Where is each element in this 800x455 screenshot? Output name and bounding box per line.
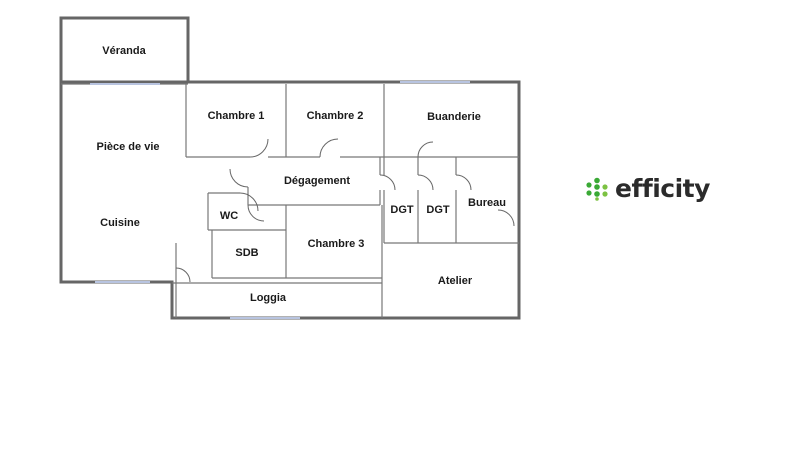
room-labels: Véranda Pièce de vie Cuisine Chambre 1 C… xyxy=(97,45,506,304)
room-label-wc: WC xyxy=(220,210,238,222)
outer-walls xyxy=(59,16,521,320)
room-label-veranda: Véranda xyxy=(102,45,146,57)
room-label-atelier: Atelier xyxy=(438,275,473,287)
room-label-dgt-2: DGT xyxy=(426,204,450,216)
door-swings xyxy=(175,138,515,283)
efficity-logo: efficity xyxy=(585,176,710,201)
room-label-cuisine: Cuisine xyxy=(100,217,140,229)
brand-name: efficity xyxy=(615,174,710,203)
efficity-dots-icon xyxy=(586,177,608,201)
room-label-chambre-2: Chambre 2 xyxy=(307,110,364,122)
room-label-dgt-1: DGT xyxy=(390,204,414,216)
room-label-degagement: Dégagement xyxy=(284,175,350,187)
room-label-sdb: SDB xyxy=(235,247,258,259)
interior-walls xyxy=(61,83,519,318)
room-label-piece-de-vie: Pièce de vie xyxy=(97,141,160,153)
room-label-bureau: Bureau xyxy=(468,197,506,209)
room-label-chambre-1: Chambre 1 xyxy=(208,110,265,122)
windows xyxy=(90,81,470,319)
room-label-chambre-3: Chambre 3 xyxy=(308,238,365,250)
room-label-buanderie: Buanderie xyxy=(427,111,481,123)
room-label-loggia: Loggia xyxy=(250,292,287,304)
